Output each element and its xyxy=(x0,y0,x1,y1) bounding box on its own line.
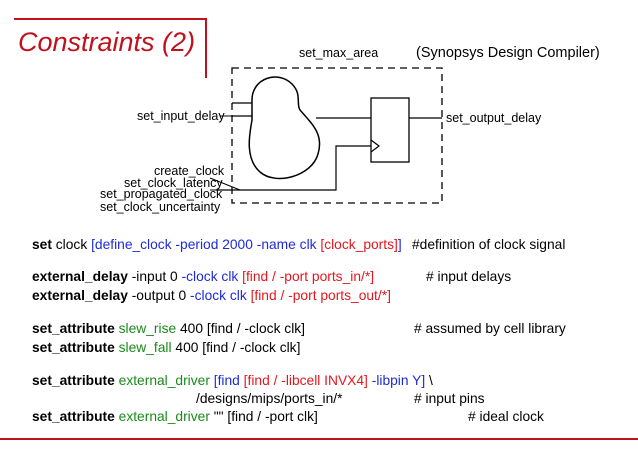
code-comment-2: # input delays xyxy=(426,269,512,284)
label-set-max-area: set_max_area xyxy=(299,46,379,60)
title-rule-horizontal xyxy=(14,18,206,20)
label-set-clock-uncertainty: set_clock_uncertainty xyxy=(100,200,221,214)
code-blue: -libpin Y] xyxy=(367,373,426,388)
label-set-output-delay: set_output_delay xyxy=(446,111,542,125)
max-area-box xyxy=(231,67,443,204)
code-line-2: external_delay -input 0 -clock clk [find… xyxy=(32,269,374,285)
label-create-clock: create_clock xyxy=(154,164,225,178)
code-comment-1: #definition of clock signal xyxy=(412,237,566,252)
code-text: "" [find / -port clk] xyxy=(209,409,318,424)
footer-rule xyxy=(0,438,638,440)
page-title: Constraints (2) xyxy=(18,27,196,57)
tool-note: (Synopsys Design Compiler) xyxy=(416,45,600,61)
code-text: clock xyxy=(51,237,92,252)
label-set-propagated-clock: set_propagated_clock xyxy=(100,187,223,201)
code-line-6: set_attribute external_driver [find [fin… xyxy=(32,373,433,389)
label-set-clock-latency: set_clock_latency xyxy=(124,176,223,190)
code-green: external_driver xyxy=(118,409,210,424)
label-set-input-delay: set_input_delay xyxy=(137,109,225,123)
code-blue: -clock clk xyxy=(181,269,243,284)
clock-triangle xyxy=(370,139,380,153)
code-line-7: /designs/mips/ports_in/* xyxy=(196,391,343,406)
code-keyword: external_delay xyxy=(32,269,128,284)
code-red: [find / -port ports_in/*] xyxy=(242,269,375,284)
code-comment-4: # assumed by cell library xyxy=(414,321,566,336)
code-blue: [find xyxy=(209,373,244,388)
code-comment-7: # input pins xyxy=(414,391,485,406)
code-keyword: set_attribute xyxy=(32,373,115,388)
code-text: 400 [find / -clock clk] xyxy=(176,321,305,336)
code-red: [find / -port ports_out/*] xyxy=(250,288,391,303)
logic-cloud-shape xyxy=(248,76,321,180)
code-comment-8: # ideal clock xyxy=(468,409,544,424)
code-text: 400 [find / -clock clk] xyxy=(171,340,301,355)
code-keyword: set_attribute xyxy=(32,409,115,424)
code-keyword: external_delay xyxy=(32,288,128,303)
code-blue: ] xyxy=(397,237,402,252)
code-green: external_driver xyxy=(118,373,210,388)
code-line-8: set_attribute external_driver "" [find /… xyxy=(32,409,318,425)
code-line-4: set_attribute slew_rise 400 [find / -clo… xyxy=(32,321,305,337)
title-rule-vertical xyxy=(205,18,207,78)
code-blue: [define_clock -period 2000 -name clk xyxy=(91,237,321,252)
code-red: [find / -libcell INVX4] xyxy=(243,373,368,388)
clock-pointer-1 xyxy=(209,177,241,191)
code-blue: -clock clk xyxy=(190,288,251,303)
code-text: -output 0 xyxy=(127,288,191,303)
code-keyword: set_attribute xyxy=(32,321,115,336)
code-line-1: set clock [define_clock -period 2000 -na… xyxy=(32,237,402,253)
code-green: slew_rise xyxy=(118,321,177,336)
flip-flop-shape xyxy=(370,97,410,163)
clock-wire xyxy=(216,145,371,191)
code-red: [clock_ports] xyxy=(320,237,398,252)
code-text: -input 0 xyxy=(127,269,182,284)
code-line-3: external_delay -output 0 -clock clk [fin… xyxy=(32,288,391,304)
code-text: \ xyxy=(425,373,433,388)
code-keyword: set xyxy=(32,237,52,252)
code-green: slew_fall xyxy=(118,340,172,355)
code-line-5: set_attribute slew_fall 400 [find / -clo… xyxy=(32,340,300,356)
code-keyword: set_attribute xyxy=(32,340,115,355)
